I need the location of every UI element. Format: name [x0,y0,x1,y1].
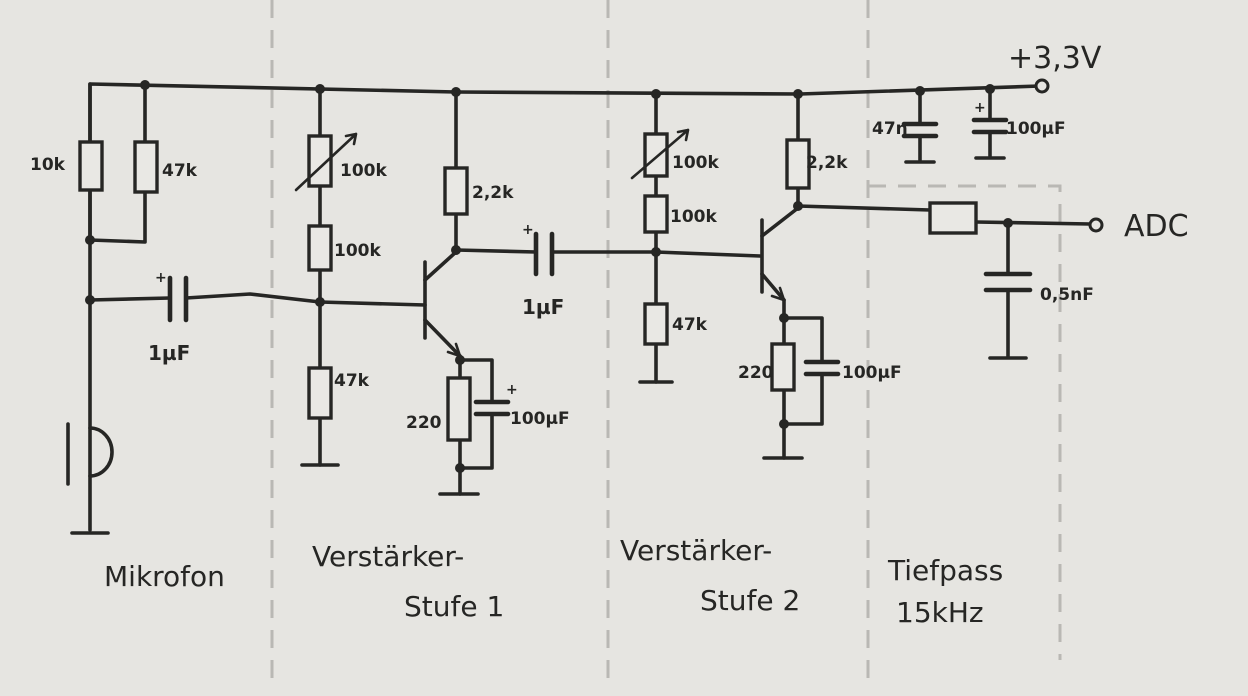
capacitor-1uf-2-label: 1µF [522,295,564,319]
polarity-plus: + [506,382,518,398]
supply-label: +3,3V [1008,41,1102,76]
adc-terminal[interactable] [1088,217,1104,233]
capacitor-100uf-stage2-label: 100µF [842,363,902,383]
coupling-wire [88,292,427,307]
capacitor-icon [167,275,189,323]
node [455,463,465,473]
potentiometer-arrow-icon [294,132,358,192]
capacitor-47n-label: 47n [872,119,908,139]
polarity-plus: + [974,100,986,116]
potentiometer-label: 100k [340,161,387,181]
coupling-capacitor-1: + 1µF [88,270,427,365]
potentiometer-2 [643,132,669,178]
section-label-amp2-line2: Stufe 2 [700,584,800,617]
node [651,247,661,257]
resistor-220-stage2 [770,342,796,392]
section-label-lowpass-line1: Tiefpass [887,554,1003,587]
node [315,297,325,307]
capacitor-icon [803,359,841,377]
supply-terminal[interactable] [1034,78,1050,94]
potentiometer-2-label: 100k [672,153,719,173]
resistor-220-stage2-label: 220 [738,363,774,383]
lowpass-wire [796,204,1092,226]
resistor-2-2k-stage1-label: 2,2k [472,183,514,203]
section-label-amp1-line1: Verstärker- [312,540,464,573]
supply-decoupling: 47n + 100µF [872,87,1066,164]
capacitor-100uf-supply-label: 100µF [1006,119,1066,139]
section-label-amp1-line2: Stufe 1 [404,590,504,623]
resistor-2-2k-stage2 [785,138,811,190]
capacitor-100uf-stage1-label: 100µF [510,409,570,429]
capacitor-icon [533,231,555,277]
capacitor-icon [971,117,1009,135]
resistor-100k-stage2 [643,194,669,234]
lowpass-filter: 0,5nF ADC Tiefpass 15kHz [796,201,1189,629]
resistor-220-stage1 [446,376,472,442]
capacitor-icon [983,271,1033,293]
node [779,313,789,323]
mic-stage: 10k 47k Mikrofon [30,82,225,593]
resistor-10k-label: 10k [30,155,66,175]
resistor-47k-label: 47k [162,161,198,181]
mic-47k-wire [88,83,147,244]
resistor-100k-label: 100k [334,241,381,261]
resistor-47k [133,140,159,194]
resistor-47k-stage2-label: 47k [672,315,708,335]
resistor-100k [307,224,333,272]
node [85,235,95,245]
node [455,355,465,365]
separator-4 [868,184,1062,660]
rail-wire [88,82,1042,242]
polarity-plus: + [155,270,167,286]
resistor-47k-stage2 [643,302,669,346]
resistor-47k-stage1-label: 47k [334,371,370,391]
emitter-arrow-icon [446,342,462,358]
bypass-wire [458,358,494,470]
adc-label: ADC [1124,209,1189,244]
resistor-47k-stage1 [307,366,333,420]
transistor-1-icon [423,250,462,358]
potentiometer-arrow-icon [630,128,690,180]
section-label-lowpass-line2: 15kHz [896,596,984,629]
section-separators [270,0,1062,690]
resistor-220-stage1-label: 220 [406,413,442,433]
amplifier-stage-1: 100k 100k 47k 2,2k 220 + 100µF Verstärke… [294,87,570,623]
capacitor-1uf-label: 1µF [148,341,190,365]
node [779,419,789,429]
capacitor-icon [473,399,511,417]
amplifier-stage-2: 100k 100k 47k 2,2k 220 100µF Verstärker-… [620,92,902,617]
transistor-2-icon [760,206,800,302]
emitter-arrow-icon [770,286,786,302]
section-label-amp2-line1: Verstärker- [620,534,772,567]
resistor-2-2k-stage1 [443,166,469,216]
capacitor-0-5nf-label: 0,5nF [1040,285,1094,305]
section-label-mic: Mikrofon [104,560,225,593]
polarity-plus: + [522,222,534,238]
resistor-10k [78,140,104,192]
capacitor-icon [901,121,939,139]
resistor-2-2k-stage2-label: 2,2k [806,153,848,173]
resistor-100k-stage2-label: 100k [670,207,717,227]
bypass-wire-2 [782,316,824,426]
resistor-lowpass [928,201,978,235]
microphone-icon [88,426,114,478]
